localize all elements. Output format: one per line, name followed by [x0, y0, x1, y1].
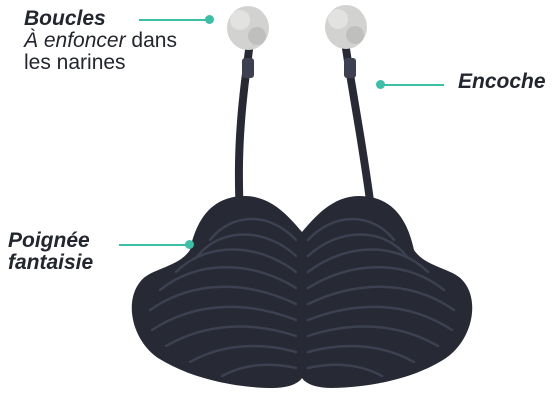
label-boucles-desc-italic: À enfoncer [24, 29, 126, 52]
loop-tip-right [325, 5, 367, 49]
label-poignee: Poignée fantaisie [8, 230, 93, 274]
connector-dot-poignee [185, 240, 194, 249]
label-boucles-desc-rest: dans [126, 29, 177, 52]
connector-encoche [384, 84, 444, 86]
loop-tip-left [227, 6, 269, 50]
notch-right [344, 58, 356, 78]
connector-poignee [119, 244, 187, 246]
connector-dot-boucles [205, 15, 214, 24]
label-encoche: Encoche [458, 71, 546, 93]
notch-left [242, 58, 254, 78]
label-poignee-title-line2: fantaisie [8, 252, 93, 274]
label-poignee-title-line1: Poignée [8, 230, 93, 252]
connector-boucles [139, 19, 207, 21]
label-boucles: Boucles À enfoncer dans les narines [24, 8, 177, 74]
mustache-handle [132, 196, 472, 388]
label-boucles-desc-line2: les narines [24, 52, 177, 74]
label-encoche-title: Encoche [458, 71, 546, 93]
label-boucles-desc-line1: À enfoncer dans [24, 30, 177, 52]
